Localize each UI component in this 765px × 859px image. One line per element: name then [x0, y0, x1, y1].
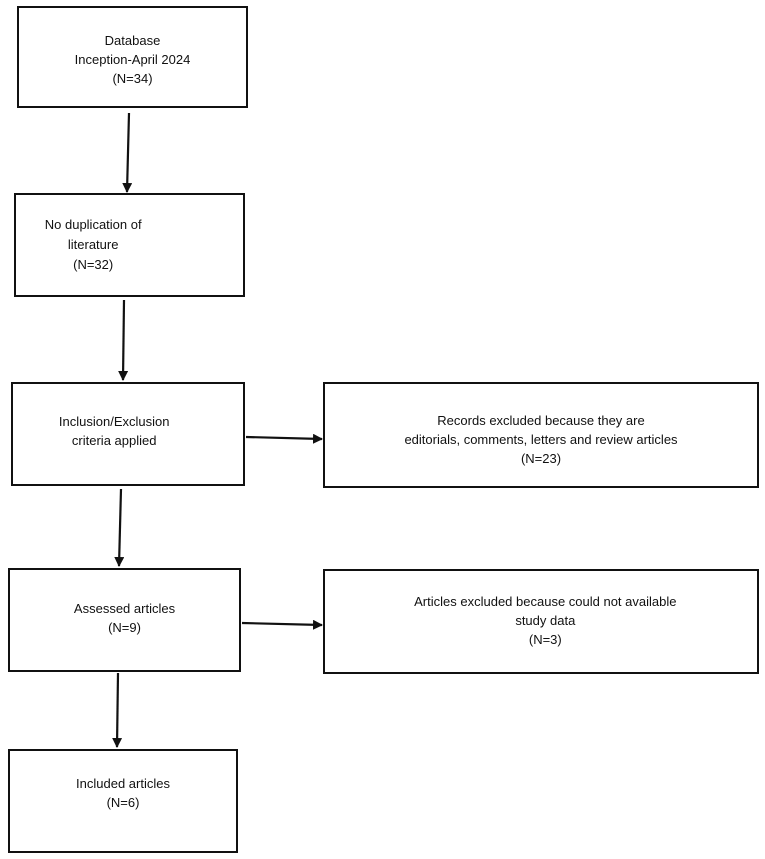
assessed-box-line-1: Assessed articles: [73, 601, 176, 616]
included-articles-box: Included articles (N=6): [8, 749, 238, 853]
assessed-articles-box: Assessed articles (N=9): [8, 568, 241, 672]
inclusion-box-line-2: criteria applied: [71, 433, 157, 448]
arrow-database-to-no-duplication: [122, 112, 133, 193]
database-box-line-2: Inception-April 2024: [74, 52, 191, 67]
no-duplication-box-line-1: No duplication of: [44, 217, 142, 232]
articles-excluded-box-line-2: study data: [515, 613, 576, 628]
database-box: Database Inception-April 2024 (N=34): [17, 6, 248, 108]
articles-excluded-box: Articles excluded because could not avai…: [323, 569, 759, 674]
records-excluded-box: Records excluded because they are editor…: [323, 382, 759, 488]
arrow-inclusion-to-records-excluded: [245, 433, 323, 444]
records-excluded-box-count: (N=23): [520, 451, 562, 466]
arrow-inclusion-to-assessed: [114, 488, 125, 567]
records-excluded-box-line-2: editorials, comments, letters and review…: [404, 432, 678, 447]
included-box-count: (N=6): [106, 795, 140, 810]
database-box-count: (N=34): [112, 71, 153, 86]
articles-excluded-box-count: (N=3): [528, 632, 562, 647]
no-duplication-box-line-2: literature: [67, 237, 119, 252]
database-box-line-1: Database: [104, 33, 161, 48]
no-duplication-box: No duplication of literature (N=32): [14, 193, 245, 297]
arrow-no-duplication-to-inclusion: [118, 299, 129, 381]
articles-excluded-box-line-1: Articles excluded because could not avai…: [414, 594, 677, 609]
records-excluded-box-line-1: Records excluded because they are: [437, 413, 645, 428]
no-duplication-box-count: (N=32): [73, 257, 114, 272]
inclusion-exclusion-box: Inclusion/Exclusion criteria applied: [11, 382, 245, 486]
assessed-box-count: (N=9): [108, 620, 141, 635]
arrow-assessed-to-included: [112, 672, 123, 748]
arrow-assessed-to-articles-excluded: [241, 619, 323, 630]
included-box-line-1: Included articles: [76, 776, 170, 791]
inclusion-box-line-1: Inclusion/Exclusion: [58, 414, 170, 429]
